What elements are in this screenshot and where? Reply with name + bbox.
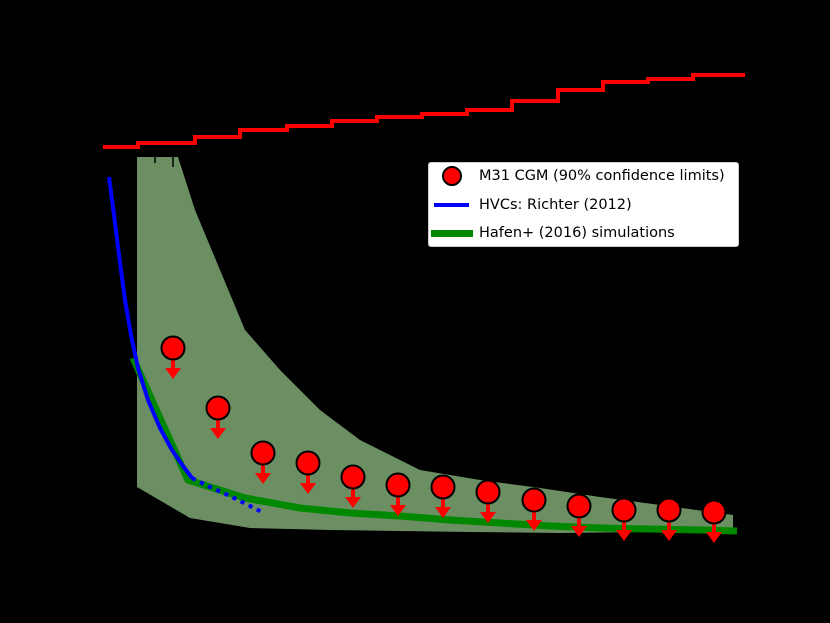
curve-hafen-simulations bbox=[129, 356, 738, 535]
legend-label: M31 CGM (90% confidence limits) bbox=[479, 168, 725, 184]
band-hafen-range bbox=[137, 157, 733, 533]
legend-item-hafen: Hafen+ (2016) simulations bbox=[429, 222, 675, 244]
legend: M31 CGM (90% confidence limits) HVCs: Ri… bbox=[428, 162, 739, 247]
legend-item-m31-cgm: M31 CGM (90% confidence limits) bbox=[429, 165, 725, 187]
blue-line-icon bbox=[434, 203, 469, 207]
legend-label: HVCs: Richter (2012) bbox=[479, 197, 632, 213]
curve-hvcs-richter bbox=[107, 176, 263, 514]
green-line-icon bbox=[431, 230, 473, 237]
legend-label: Hafen+ (2016) simulations bbox=[479, 225, 675, 241]
step-line-red bbox=[103, 73, 745, 149]
red-circle-marker-icon bbox=[442, 166, 462, 186]
legend-item-hvcs: HVCs: Richter (2012) bbox=[429, 194, 632, 216]
m31-cgm-upper-limits bbox=[160, 335, 727, 543]
